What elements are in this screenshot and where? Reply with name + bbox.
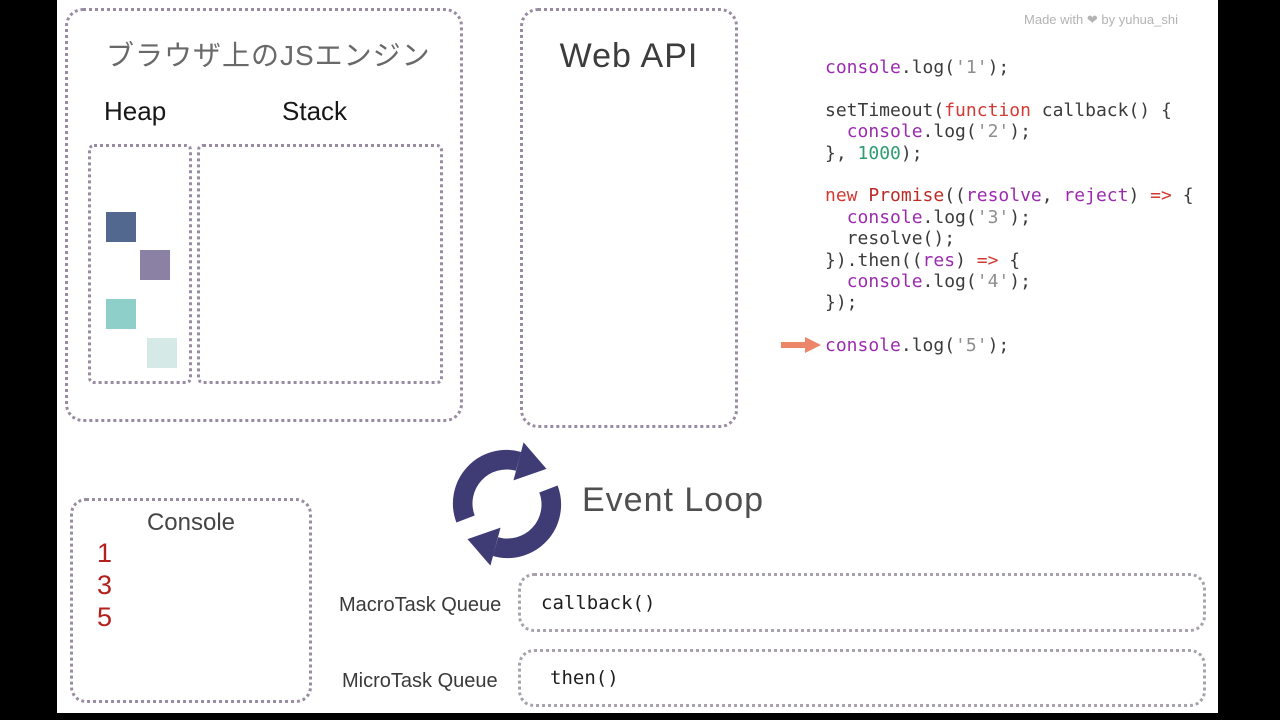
code-token [825, 271, 847, 292]
code-line [825, 314, 1194, 335]
code-token: console [846, 206, 923, 228]
code-token: ); [987, 57, 1010, 78]
code-token: { [998, 249, 1021, 271]
code-token [825, 207, 847, 228]
js-engine-title: ブラウザ上のJSエンジン [106, 40, 431, 71]
code-line: console.log('2'); [825, 121, 1194, 142]
code-token: resolve [965, 185, 1042, 207]
code-token: }).then(( [825, 249, 923, 271]
code-line: console.log('3'); [825, 207, 1194, 228]
stack-box [197, 144, 443, 384]
code-token: resolve(); [825, 228, 956, 250]
execution-arrow-icon [781, 337, 823, 354]
code-token: callback() { [1030, 99, 1172, 121]
code-token: ) [1128, 185, 1151, 207]
code-token: '5' [955, 335, 988, 357]
event-loop-label: Event Loop [582, 481, 765, 519]
code-token [825, 121, 847, 142]
code-token: ); [900, 142, 923, 164]
code-token: .log( [900, 57, 956, 78]
code-line: }, 1000); [825, 143, 1194, 164]
code-token: ) [955, 249, 977, 271]
code-token: '3' [976, 206, 1010, 228]
code-token: reject [1063, 185, 1129, 207]
heap-memory-block [140, 250, 170, 280]
code-token: '1' [955, 57, 988, 78]
console-title: Console [146, 509, 236, 536]
code-token: ); [1009, 270, 1031, 292]
web-api-box: Web API [520, 8, 738, 428]
code-token: console [825, 57, 901, 78]
code-token: .log( [900, 335, 956, 357]
code-token: ); [1009, 206, 1031, 228]
code-token: (( [944, 185, 966, 207]
heap-memory-block [106, 212, 136, 242]
arrow-head [805, 337, 821, 354]
code-token [858, 185, 869, 206]
queue-item: callback() [541, 591, 656, 614]
code-line: new Promise((resolve, reject) => { [825, 185, 1194, 206]
macrotask-queue-box: callback() [518, 573, 1206, 632]
code-line: }).then((res) => { [825, 250, 1194, 271]
event-loop-cycle-icon [452, 442, 562, 566]
code-token: }, [825, 142, 858, 164]
microtask-queue-box: then() [518, 649, 1206, 707]
code-line [825, 78, 1194, 99]
code-token: '4' [976, 270, 1010, 292]
code-token: new [825, 185, 858, 207]
code-token: console [846, 270, 923, 292]
watermark-credit: Made with ❤ by yuhua_shi [1024, 12, 1178, 27]
code-line: console.log('1'); [825, 57, 1194, 78]
code-line: console.log('4'); [825, 271, 1194, 292]
console-entry: 3 [97, 570, 113, 600]
macrotask-queue-label: MacroTask Queue [339, 594, 502, 616]
heap-memory-block [147, 338, 177, 368]
code-token: ); [987, 335, 1010, 357]
code-block: console.log('1'); setTimeout(function ca… [825, 57, 1194, 356]
microtask-queue-label: MicroTask Queue [342, 670, 498, 692]
code-line: resolve(); [825, 228, 1194, 249]
code-token: 1000 [857, 142, 901, 164]
code-token: console [846, 121, 923, 143]
web-api-title: Web API [559, 37, 699, 75]
code-token: console [825, 335, 901, 357]
stack-label: Stack [282, 96, 348, 126]
code-token: { [1171, 185, 1194, 207]
code-line: setTimeout(function callback() { [825, 100, 1194, 121]
code-token: .log( [922, 206, 977, 228]
code-line [825, 164, 1194, 185]
code-token: res [922, 249, 956, 271]
code-line: console.log('5'); [825, 335, 1194, 356]
code-token: setTimeout( [825, 99, 945, 121]
code-token: ); [1009, 121, 1031, 143]
heap-label: Heap [104, 96, 167, 126]
code-token: .log( [922, 121, 977, 143]
code-token: Promise [868, 185, 945, 207]
code-token: => [976, 249, 999, 271]
arrow-shaft [781, 342, 807, 349]
heap-memory-block [106, 299, 136, 329]
console-entry: 5 [97, 602, 113, 632]
heap-box [88, 144, 192, 384]
code-token: function [944, 99, 1031, 121]
code-token: .log( [922, 270, 977, 292]
code-token: }); [825, 292, 858, 314]
console-entry: 1 [97, 538, 113, 568]
code-token: , [1041, 185, 1064, 207]
code-line: }); [825, 292, 1194, 313]
queue-item: then() [550, 667, 619, 689]
code-token: '2' [976, 121, 1010, 143]
code-token: => [1150, 185, 1172, 207]
